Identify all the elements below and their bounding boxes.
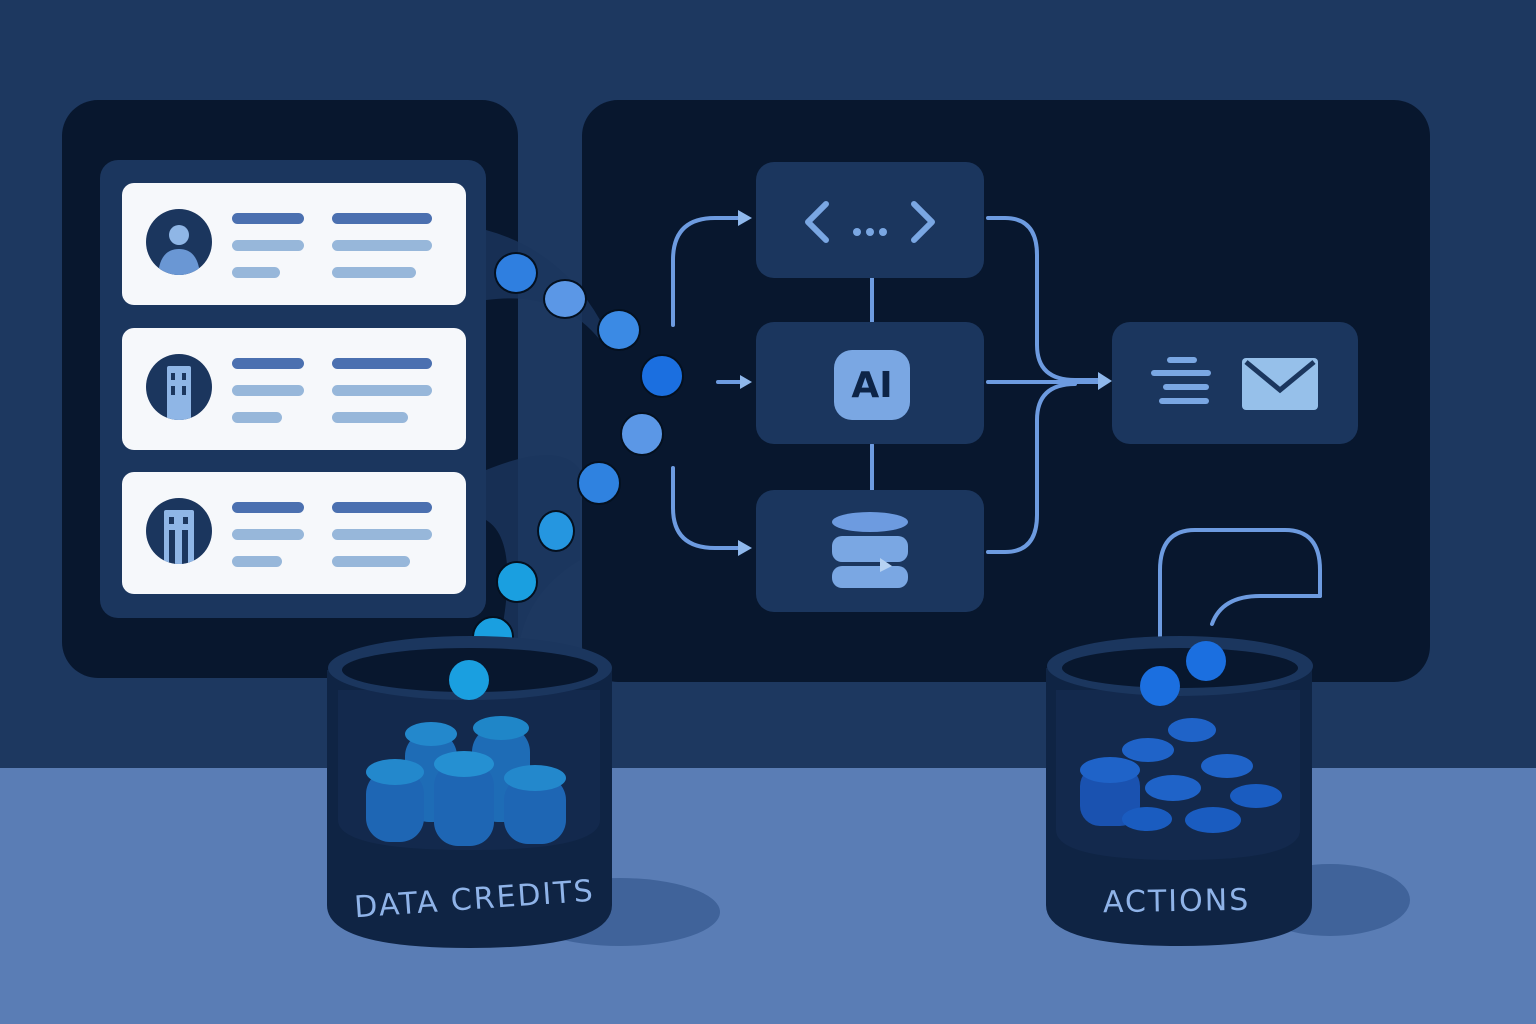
- code-brackets-icon: [805, 201, 935, 243]
- field-line: [332, 412, 408, 423]
- coin-stacks: [366, 716, 566, 846]
- output-node[interactable]: [1112, 322, 1358, 444]
- record-card-company[interactable]: [122, 328, 466, 450]
- coin-stacks: [1080, 718, 1282, 833]
- credit-dot: [620, 412, 664, 456]
- field-line: [232, 240, 304, 251]
- field-line: [232, 556, 282, 567]
- ai-node[interactable]: AI: [756, 322, 984, 444]
- field-line: [332, 385, 432, 396]
- database-icon: [832, 512, 908, 588]
- building-icon: [146, 354, 212, 420]
- ai-icon: AI: [834, 350, 910, 420]
- credit-dot: [577, 461, 621, 505]
- field-line: [332, 240, 432, 251]
- credit-dot: [494, 252, 538, 294]
- field-line: [332, 358, 432, 369]
- field-line: [232, 267, 280, 278]
- field-line: [232, 213, 304, 224]
- actions-label: ACTIONS: [1102, 882, 1251, 921]
- field-line: [332, 213, 432, 224]
- credit-dot: [496, 561, 538, 603]
- person-icon: [146, 209, 212, 275]
- code-node[interactable]: [756, 162, 984, 278]
- text-lines-icon: [1151, 357, 1211, 404]
- field-line: [232, 529, 304, 540]
- database-node[interactable]: [756, 490, 984, 612]
- field-line: [332, 529, 432, 540]
- credit-dot: [597, 309, 641, 351]
- field-line: [232, 358, 304, 369]
- credit-dot: [537, 510, 575, 552]
- field-line: [232, 385, 304, 396]
- field-line: [232, 412, 282, 423]
- record-card-company[interactable]: [122, 472, 466, 594]
- envelope-icon: [1242, 358, 1318, 410]
- field-line: [332, 556, 410, 567]
- field-line: [232, 502, 304, 513]
- building-icon: [146, 498, 212, 564]
- credit-dot: [640, 354, 684, 398]
- credit-dot: [543, 279, 587, 319]
- field-line: [332, 502, 432, 513]
- record-card-contact[interactable]: [122, 183, 466, 305]
- field-line: [332, 267, 416, 278]
